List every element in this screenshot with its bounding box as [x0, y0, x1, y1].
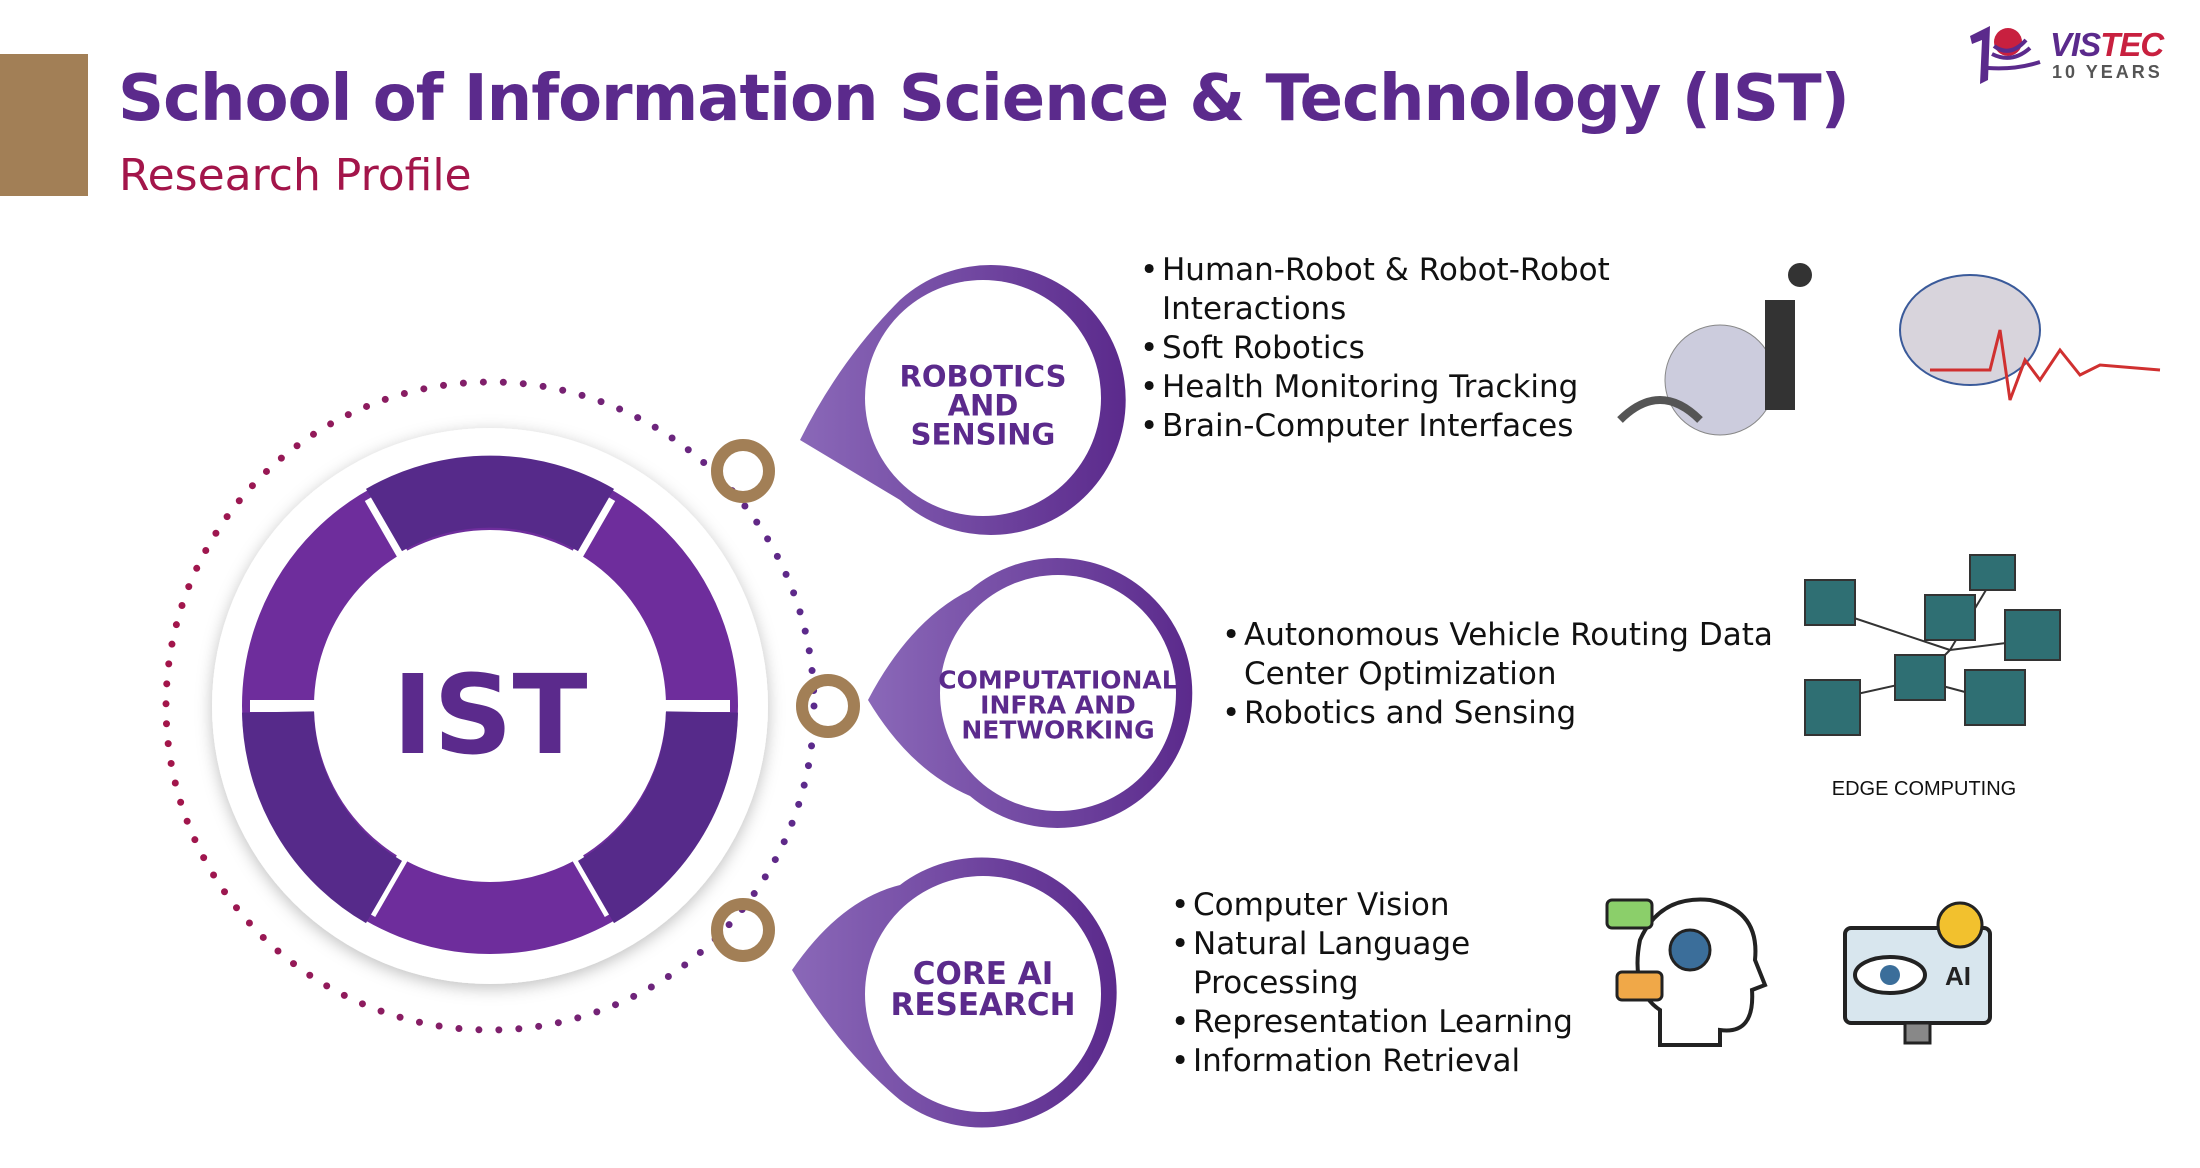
list-item: Representation Learning: [1171, 1003, 1591, 1042]
list-item: Information Retrieval: [1171, 1042, 1591, 1081]
page-subtitle: Research Profile: [119, 150, 472, 201]
ring-gaps: [250, 495, 730, 917]
label-line: CORE AI: [912, 956, 1054, 992]
list-item: Soft Robotics: [1140, 329, 1610, 368]
list-item: Natural Language Processing: [1171, 925, 1591, 1003]
label-line: NETWORKING: [961, 715, 1155, 745]
label-line: AND: [947, 388, 1019, 423]
ring-dark-segments: [242, 455, 738, 924]
area-computational-label: COMPUTATIONAL INFRA AND NETWORKING: [938, 668, 1177, 743]
list-item: Health Monitoring Tracking: [1140, 368, 1610, 407]
vistec-logo: VISTEC 10 YEARS: [1960, 18, 2175, 88]
logo-mark-icon: [1970, 26, 2041, 84]
robotics-topics-list: Human-Robot & Robot-Robot Interactions S…: [1140, 251, 1610, 446]
ai-eye-monitor-icon: AI: [1843, 901, 1992, 1045]
label-line: RESEARCH: [890, 987, 1076, 1023]
area-robotics-label: ROBOTICS AND SENSING: [899, 359, 1067, 452]
area-core-ai-label: CORE AI RESEARCH: [890, 959, 1075, 1021]
gold-connectors: [711, 439, 860, 962]
teardrop-bubbles: [792, 264, 1193, 1128]
list-item: Autonomous Vehicle Routing Data Center O…: [1222, 616, 1782, 694]
logo-tagline: 10 YEARS: [2052, 62, 2163, 82]
edge-computing-caption: EDGE COMPUTING: [1831, 778, 2017, 800]
logo-brand: VISTEC: [2050, 26, 2164, 63]
ai-thinking-head-icon: [1605, 897, 1768, 1047]
dotted-orbit: [162, 378, 818, 1034]
robots-image: [1617, 263, 1812, 436]
list-item: Brain-Computer Interfaces: [1140, 407, 1610, 446]
ist-center-label: IST: [392, 651, 588, 779]
svg-text:AI: AI: [1945, 961, 1971, 991]
computational-topics-list: Autonomous Vehicle Routing Data Center O…: [1222, 616, 1782, 733]
list-item: Robotics and Sensing: [1222, 694, 1782, 733]
label-line: ROBOTICS: [899, 359, 1067, 394]
accent-bar: [0, 54, 88, 196]
edge-computing-network-icon: [1804, 554, 2061, 736]
label-line: SENSING: [910, 417, 1056, 452]
label-line: INFRA AND: [980, 690, 1136, 720]
brain-waves-image: [1899, 274, 2161, 401]
label-line: COMPUTATIONAL: [938, 665, 1178, 695]
list-item: Computer Vision: [1171, 886, 1591, 925]
list-item: Human-Robot & Robot-Robot Interactions: [1140, 251, 1610, 329]
core-ai-topics-list: Computer Vision Natural Language Process…: [1171, 886, 1591, 1081]
page-title: School of Information Science & Technolo…: [118, 62, 1850, 136]
